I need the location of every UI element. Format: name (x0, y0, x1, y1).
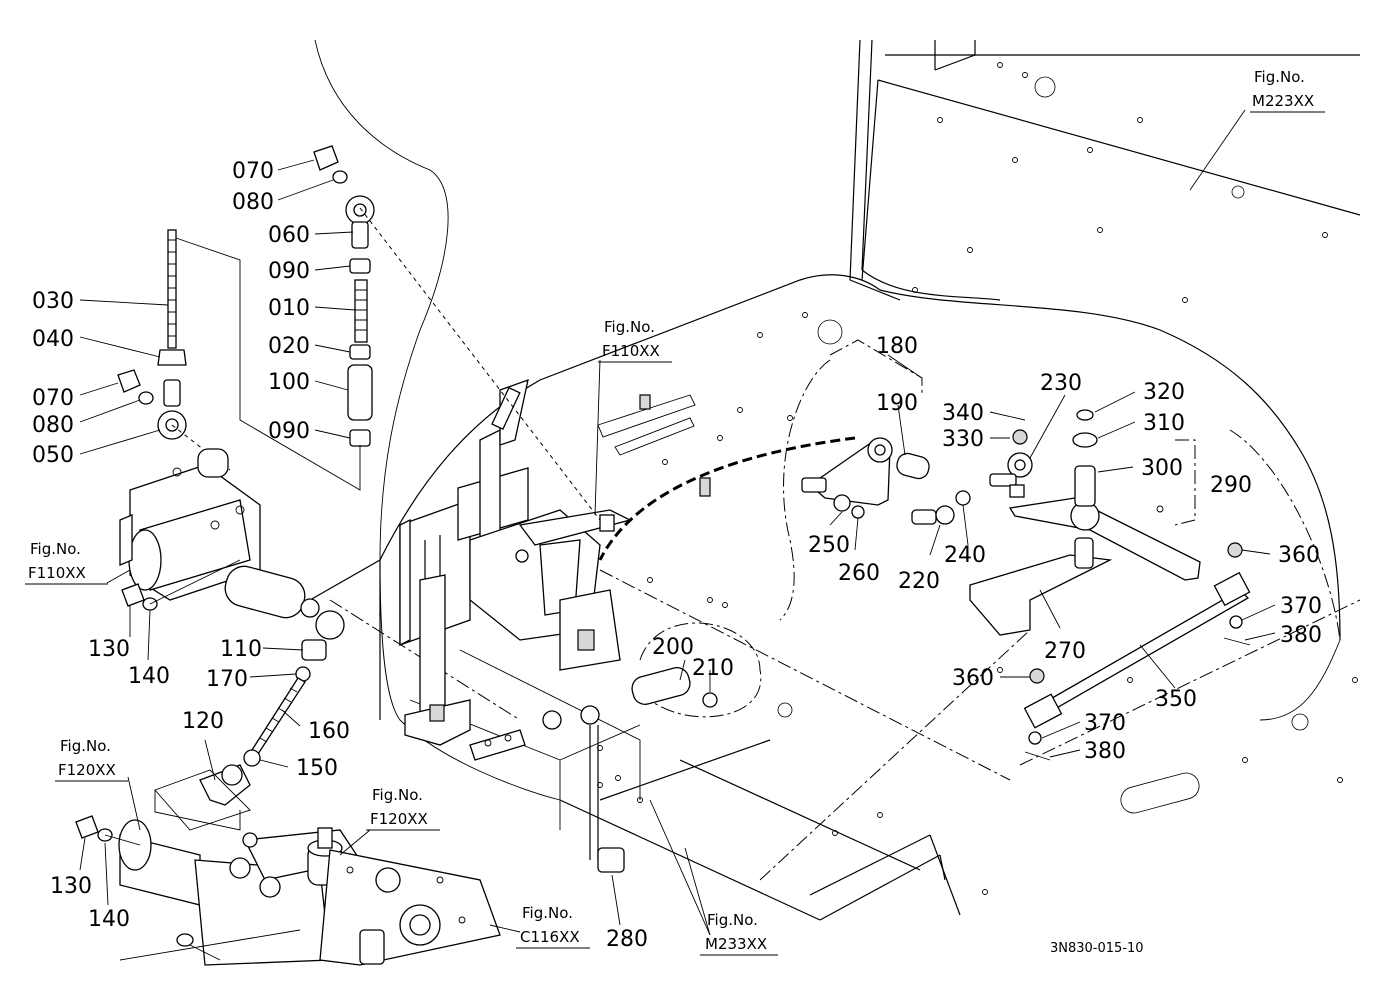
part-label-380: 380 (1280, 623, 1322, 648)
part-label-090: 090 (268, 259, 310, 284)
part-label-380: 380 (1084, 739, 1126, 764)
part-label-080: 080 (32, 413, 74, 438)
part-label-140: 140 (88, 907, 130, 932)
part-label-160: 160 (308, 719, 350, 744)
part-label-100: 100 (268, 370, 310, 395)
fig-ref-m233: Fig.No. M233XX (700, 911, 778, 956)
part-label-250: 250 (808, 533, 850, 558)
part-label-330: 330 (942, 427, 984, 452)
part-label-050: 050 (32, 443, 74, 468)
part-label-270: 270 (1044, 639, 1086, 664)
lever-bracket-assembly (399, 378, 711, 873)
part-label-130: 130 (50, 874, 92, 899)
svg-text:Fig.No.: Fig.No. (1254, 68, 1305, 86)
svg-text:Fig.No.: Fig.No. (522, 904, 573, 922)
part-label-350: 350 (1155, 687, 1197, 712)
part-label-360: 360 (952, 666, 994, 691)
svg-text:Fig.No.: Fig.No. (372, 786, 423, 804)
part-label-140: 140 (128, 664, 170, 689)
part-label-200: 200 (652, 635, 694, 660)
svg-text:F120XX: F120XX (370, 810, 428, 828)
svg-text:Fig.No.: Fig.No. (604, 318, 655, 336)
part-label-150: 150 (296, 756, 338, 781)
control-cable (598, 436, 856, 561)
fig-ref-f120-left: Fig.No. F120XX (55, 737, 128, 782)
machine-outline (309, 39, 1361, 921)
part-label-310: 310 (1143, 411, 1185, 436)
part-label-190: 190 (876, 391, 918, 416)
part-label-280: 280 (606, 927, 648, 952)
svg-text:Fig.No.: Fig.No. (60, 737, 111, 755)
part-label-130: 130 (88, 637, 130, 662)
part-label-010: 010 (268, 296, 310, 321)
part-label-180: 180 (876, 334, 918, 359)
part-label-320: 320 (1143, 380, 1185, 405)
part-label-070: 070 (32, 386, 74, 411)
fig-ref-f110-top: Fig.No. F110XX (598, 318, 672, 363)
svg-text:C116XX: C116XX (520, 928, 580, 946)
part-label-230: 230 (1040, 371, 1082, 396)
part-label-170: 170 (206, 667, 248, 692)
svg-text:M233XX: M233XX (705, 935, 767, 953)
fig-ref-f110-left: Fig.No. F110XX (25, 540, 108, 585)
part-label-040: 040 (32, 327, 74, 352)
drawing-code: 3N830-015-10 (1050, 941, 1144, 956)
part-label-110: 110 (220, 637, 262, 662)
part-label-360: 360 (1278, 543, 1320, 568)
part-label-020: 020 (268, 334, 310, 359)
part-label-090: 090 (268, 419, 310, 444)
part-label-080: 080 (232, 190, 274, 215)
part-label-300: 300 (1141, 456, 1183, 481)
svg-text:Fig.No.: Fig.No. (707, 911, 758, 929)
part-label-340: 340 (942, 401, 984, 426)
part-label-260: 260 (838, 561, 880, 586)
fig-ref-f120-mid: Fig.No. F120XX (366, 786, 440, 831)
svg-text:Fig.No.: Fig.No. (30, 540, 81, 558)
fig-ref-m223: Fig.No. M223XX (1250, 68, 1325, 113)
part-label-060: 060 (268, 223, 310, 248)
part-label-240: 240 (944, 543, 986, 568)
left-rod-assembly (75, 145, 601, 966)
svg-text:M223XX: M223XX (1252, 92, 1314, 110)
part-label-210: 210 (692, 656, 734, 681)
part-label-120: 120 (182, 709, 224, 734)
part-label-370: 370 (1084, 711, 1126, 736)
part-label-030: 030 (32, 289, 74, 314)
part-label-370: 370 (1280, 594, 1322, 619)
right-linkage-assembly (631, 339, 1251, 761)
leader-lines (79, 109, 1276, 936)
svg-text:F110XX: F110XX (28, 564, 86, 582)
part-label-070: 070 (232, 159, 274, 184)
fig-ref-c116: Fig.No. C116XX (516, 904, 590, 949)
part-labels: 070 080 060 090 010 020 100 090 030 040 … (32, 159, 1322, 952)
part-label-290: 290 (1210, 473, 1252, 498)
svg-text:F120XX: F120XX (58, 761, 116, 779)
svg-text:F110XX: F110XX (602, 342, 660, 360)
part-label-220: 220 (898, 569, 940, 594)
